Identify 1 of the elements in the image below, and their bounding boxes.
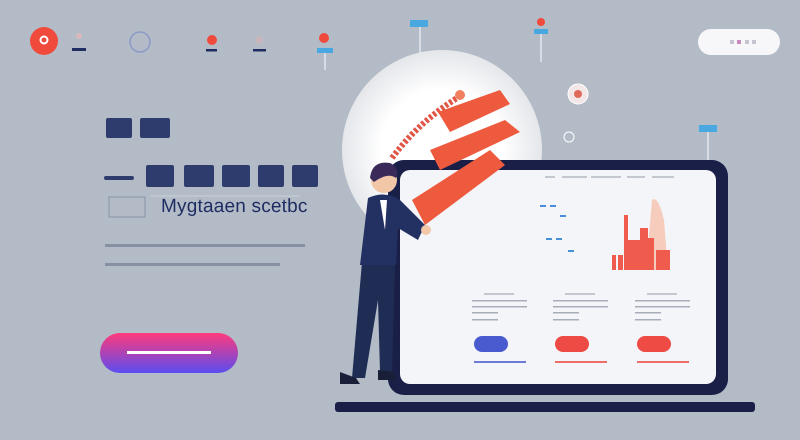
subtitle-text: Mygtaaen scetbc	[161, 196, 308, 218]
